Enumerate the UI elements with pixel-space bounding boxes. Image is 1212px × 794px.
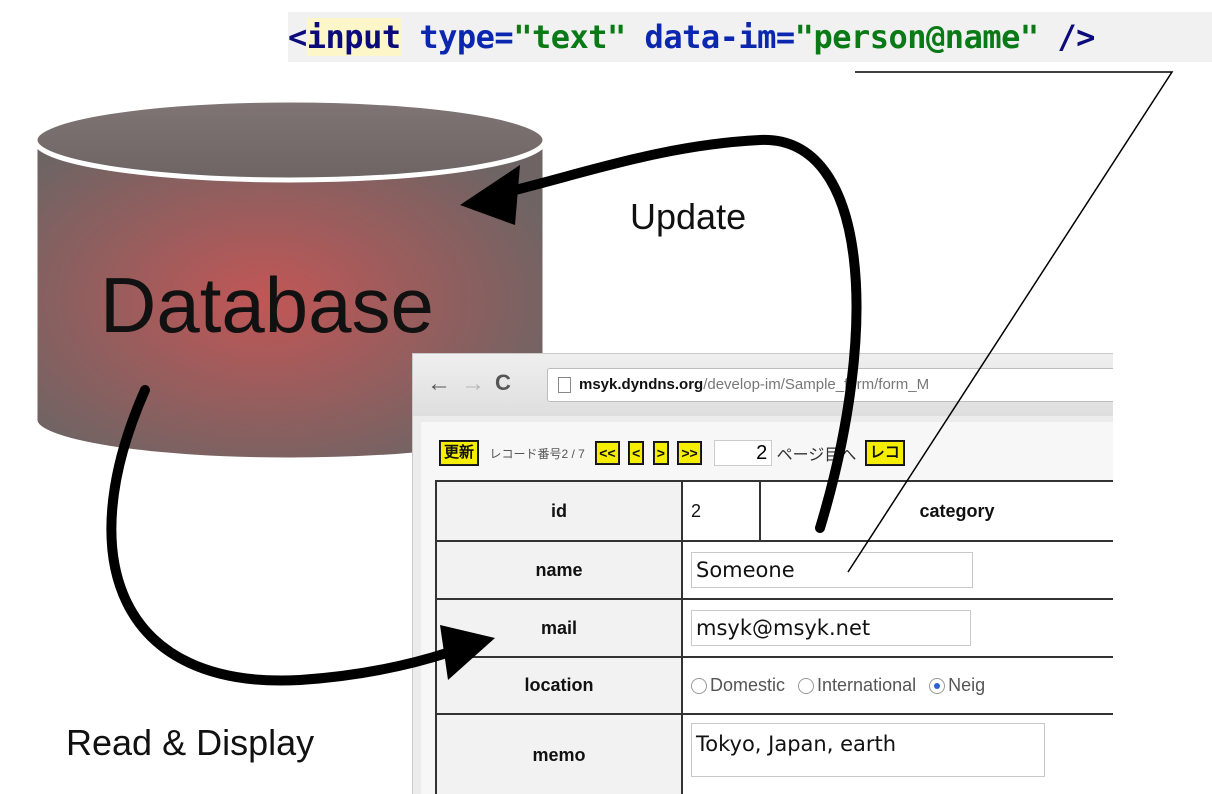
table-row: id 2 category <box>435 480 1113 542</box>
page-content: 更新 レコード番号2 / 7 << < > >> 2 ページ目へ レコ id 2… <box>421 422 1113 794</box>
read-arrow-line <box>106 385 455 686</box>
code-tag-name: input <box>306 18 401 56</box>
forward-arrow-icon[interactable]: → <box>461 370 485 397</box>
mail-field[interactable]: msyk@msyk.net <box>691 610 971 646</box>
next-record-button[interactable]: > <box>652 441 669 465</box>
read-display-label: Read & Display <box>66 722 315 763</box>
location-label: location <box>435 656 683 715</box>
name-field[interactable]: Someone <box>691 552 973 588</box>
code-close: /> <box>1057 18 1095 56</box>
previous-record-button[interactable]: < <box>628 441 645 465</box>
radio-domestic[interactable] <box>691 677 707 694</box>
memo-label: memo <box>435 713 683 794</box>
page-icon <box>558 377 571 394</box>
radio-international-label: International <box>817 675 917 696</box>
url-host: msyk.dyndns.org <box>579 376 704 393</box>
last-record-button[interactable]: >> <box>677 441 702 465</box>
record-form-table: id 2 category name Someone mail msyk@msy… <box>435 480 1113 794</box>
page-number-input[interactable]: 2 <box>714 440 773 466</box>
update-records-button[interactable]: 更新 <box>439 440 480 466</box>
page-suffix-label: ページ目へ <box>776 447 857 464</box>
record-button[interactable]: レコ <box>864 440 905 466</box>
database-label: Database <box>100 261 434 349</box>
record-count: レコード番号2 / 7 <box>489 446 585 461</box>
database-top <box>32 97 548 183</box>
address-bar[interactable]: msyk.dyndns.org/develop-im/Sample_form/f… <box>547 368 1113 402</box>
code-snippet: <input type="text" data-im="person@name"… <box>288 12 1212 62</box>
table-row: location Domestic International Neig <box>435 656 1113 715</box>
code-im-value: "person@name" <box>794 18 1039 56</box>
radio-domestic-label: Domestic <box>710 675 786 696</box>
mail-label: mail <box>435 598 683 658</box>
record-navigation: 更新 レコード番号2 / 7 << < > >> 2 ページ目へ レコ <box>439 440 905 470</box>
code-type-attr: type= <box>419 18 514 56</box>
memo-field[interactable]: Tokyo, Japan, earth <box>691 723 1045 777</box>
table-row: mail msyk@msyk.net <box>435 598 1113 658</box>
code-im-attr: data-im= <box>644 18 796 56</box>
category-label: category <box>759 480 1113 542</box>
radio-neighborhood-label: Neig <box>948 675 986 696</box>
code-open-bracket: < <box>288 18 307 56</box>
code-type-value: "text" <box>513 18 626 56</box>
url-path: /develop-im/Sample_form/form_M <box>703 376 930 393</box>
first-record-button[interactable]: << <box>595 441 620 465</box>
table-row: memo Tokyo, Japan, earth <box>435 713 1113 794</box>
table-row: name Someone <box>435 540 1113 600</box>
back-arrow-icon[interactable]: ← <box>427 370 451 397</box>
radio-international[interactable] <box>798 677 815 694</box>
browser-window: ← → C msyk.dyndns.org/develop-im/Sample_… <box>412 353 1113 794</box>
update-label: Update <box>630 196 747 237</box>
name-label: name <box>435 540 683 600</box>
id-label: id <box>435 480 683 542</box>
reload-icon[interactable]: C <box>495 370 511 395</box>
update-arrow-head <box>460 165 520 225</box>
id-value: 2 <box>681 480 761 542</box>
radio-neighborhood[interactable] <box>929 677 946 694</box>
browser-toolbar: ← → C msyk.dyndns.org/develop-im/Sample_… <box>413 354 1113 416</box>
